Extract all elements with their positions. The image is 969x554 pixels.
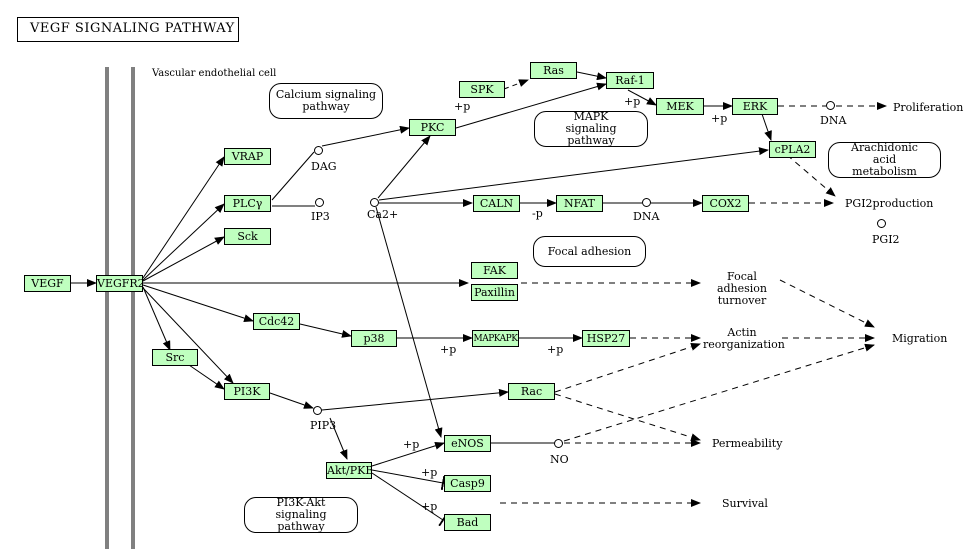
compound-pip3[interactable] xyxy=(313,406,322,415)
compound-pgi2[interactable] xyxy=(877,219,886,228)
gene-hsp27[interactable]: HSP27 xyxy=(582,330,630,347)
mod-p-casp9: +p xyxy=(421,466,438,479)
map-pi3k-akt-signaling[interactable]: PI3K-Akt signaling pathway xyxy=(244,497,358,533)
gene-ras[interactable]: Ras xyxy=(530,62,577,79)
membrane-line-right xyxy=(131,67,135,549)
outcome-survival: Survival xyxy=(722,497,768,510)
gene-caln[interactable]: CALN xyxy=(473,195,520,212)
label-dna-nfat: DNA xyxy=(633,210,660,223)
label-no: NO xyxy=(550,453,569,466)
mod-minus-p-nfat: -p xyxy=(532,207,543,220)
mod-p-bad: +p xyxy=(421,500,438,513)
gene-plcy[interactable]: PLCγ xyxy=(224,195,271,212)
gene-erk[interactable]: ERK xyxy=(732,98,778,115)
label-pgi2: PGI2 xyxy=(872,233,900,246)
map-arachidonic-acid[interactable]: Arachidonic acid metabolism xyxy=(828,142,941,178)
gene-vrap[interactable]: VRAP xyxy=(224,148,271,165)
label-ca: Ca2+ xyxy=(367,208,399,221)
outcome-migration: Migration xyxy=(892,332,948,345)
label-dag: DAG xyxy=(311,160,337,173)
gene-sck[interactable]: Sck xyxy=(224,228,271,245)
gene-mapkapk[interactable]: MAPKAPK xyxy=(472,330,519,347)
gene-pkc[interactable]: PKC xyxy=(409,119,456,136)
mod-p-hsp27: +p xyxy=(547,343,564,356)
label-dna-erk: DNA xyxy=(820,114,847,127)
gene-src[interactable]: Src xyxy=(152,349,198,366)
gene-mek[interactable]: MEK xyxy=(656,98,704,115)
outcome-permeability: Permeability xyxy=(712,437,783,450)
compound-dna-erk[interactable] xyxy=(826,101,835,110)
gene-enos[interactable]: eNOS xyxy=(444,435,491,452)
compound-ca[interactable] xyxy=(370,198,379,207)
outcome-focal-adhesion-turnover: Focal adhesion turnover xyxy=(716,270,768,307)
mod-p-mek: +p xyxy=(624,95,641,108)
gene-pi3k[interactable]: PI3K xyxy=(224,383,270,400)
compound-ip3[interactable] xyxy=(315,198,324,207)
map-focal-adhesion[interactable]: Focal adhesion xyxy=(533,236,646,267)
outcome-pgi2-production: PGI2production xyxy=(845,197,934,210)
compound-dna-nfat[interactable] xyxy=(642,198,651,207)
gene-aktpkb[interactable]: Akt/PKB xyxy=(326,462,372,479)
pathway-title: VEGF SIGNALING PATHWAY xyxy=(17,17,239,42)
gene-cdc42[interactable]: Cdc42 xyxy=(253,313,300,330)
mod-p-mapkapk: +p xyxy=(440,343,457,356)
gene-casp9[interactable]: Casp9 xyxy=(444,475,491,492)
cell-label: Vascular endothelial cell xyxy=(152,68,277,79)
gene-p38[interactable]: p38 xyxy=(351,330,397,347)
label-pip3: PIP3 xyxy=(310,419,337,432)
compound-no[interactable] xyxy=(554,439,563,448)
membrane-line-left xyxy=(105,67,109,549)
outcome-actin-reorganization: Actin reorganization xyxy=(703,326,785,351)
gene-bad[interactable]: Bad xyxy=(444,514,491,531)
gene-cox2[interactable]: COX2 xyxy=(702,195,749,212)
mod-p-spk: +p xyxy=(454,100,471,113)
mod-p-enos: +p xyxy=(403,438,420,451)
gene-spk[interactable]: SPK xyxy=(459,81,505,98)
gene-vegfr2[interactable]: VEGFR2 xyxy=(96,275,143,292)
gene-fak[interactable]: FAK xyxy=(471,262,518,279)
gene-vegf[interactable]: VEGF xyxy=(24,275,71,292)
compound-dag[interactable] xyxy=(314,146,323,155)
gene-raf1[interactable]: Raf-1 xyxy=(606,72,654,89)
outcome-proliferation: Proliferation xyxy=(893,101,964,114)
gene-rac[interactable]: Rac xyxy=(508,383,555,400)
label-ip3: IP3 xyxy=(311,210,330,223)
map-calcium-signaling[interactable]: Calcium signaling pathway xyxy=(269,83,383,119)
mod-p-erk: +p xyxy=(711,112,728,125)
map-mapk-signaling[interactable]: MAPK signaling pathway xyxy=(534,111,648,147)
gene-nfat[interactable]: NFAT xyxy=(556,195,603,212)
gene-cpla2[interactable]: cPLA2 xyxy=(769,141,816,158)
gene-paxillin[interactable]: Paxillin xyxy=(471,284,518,301)
